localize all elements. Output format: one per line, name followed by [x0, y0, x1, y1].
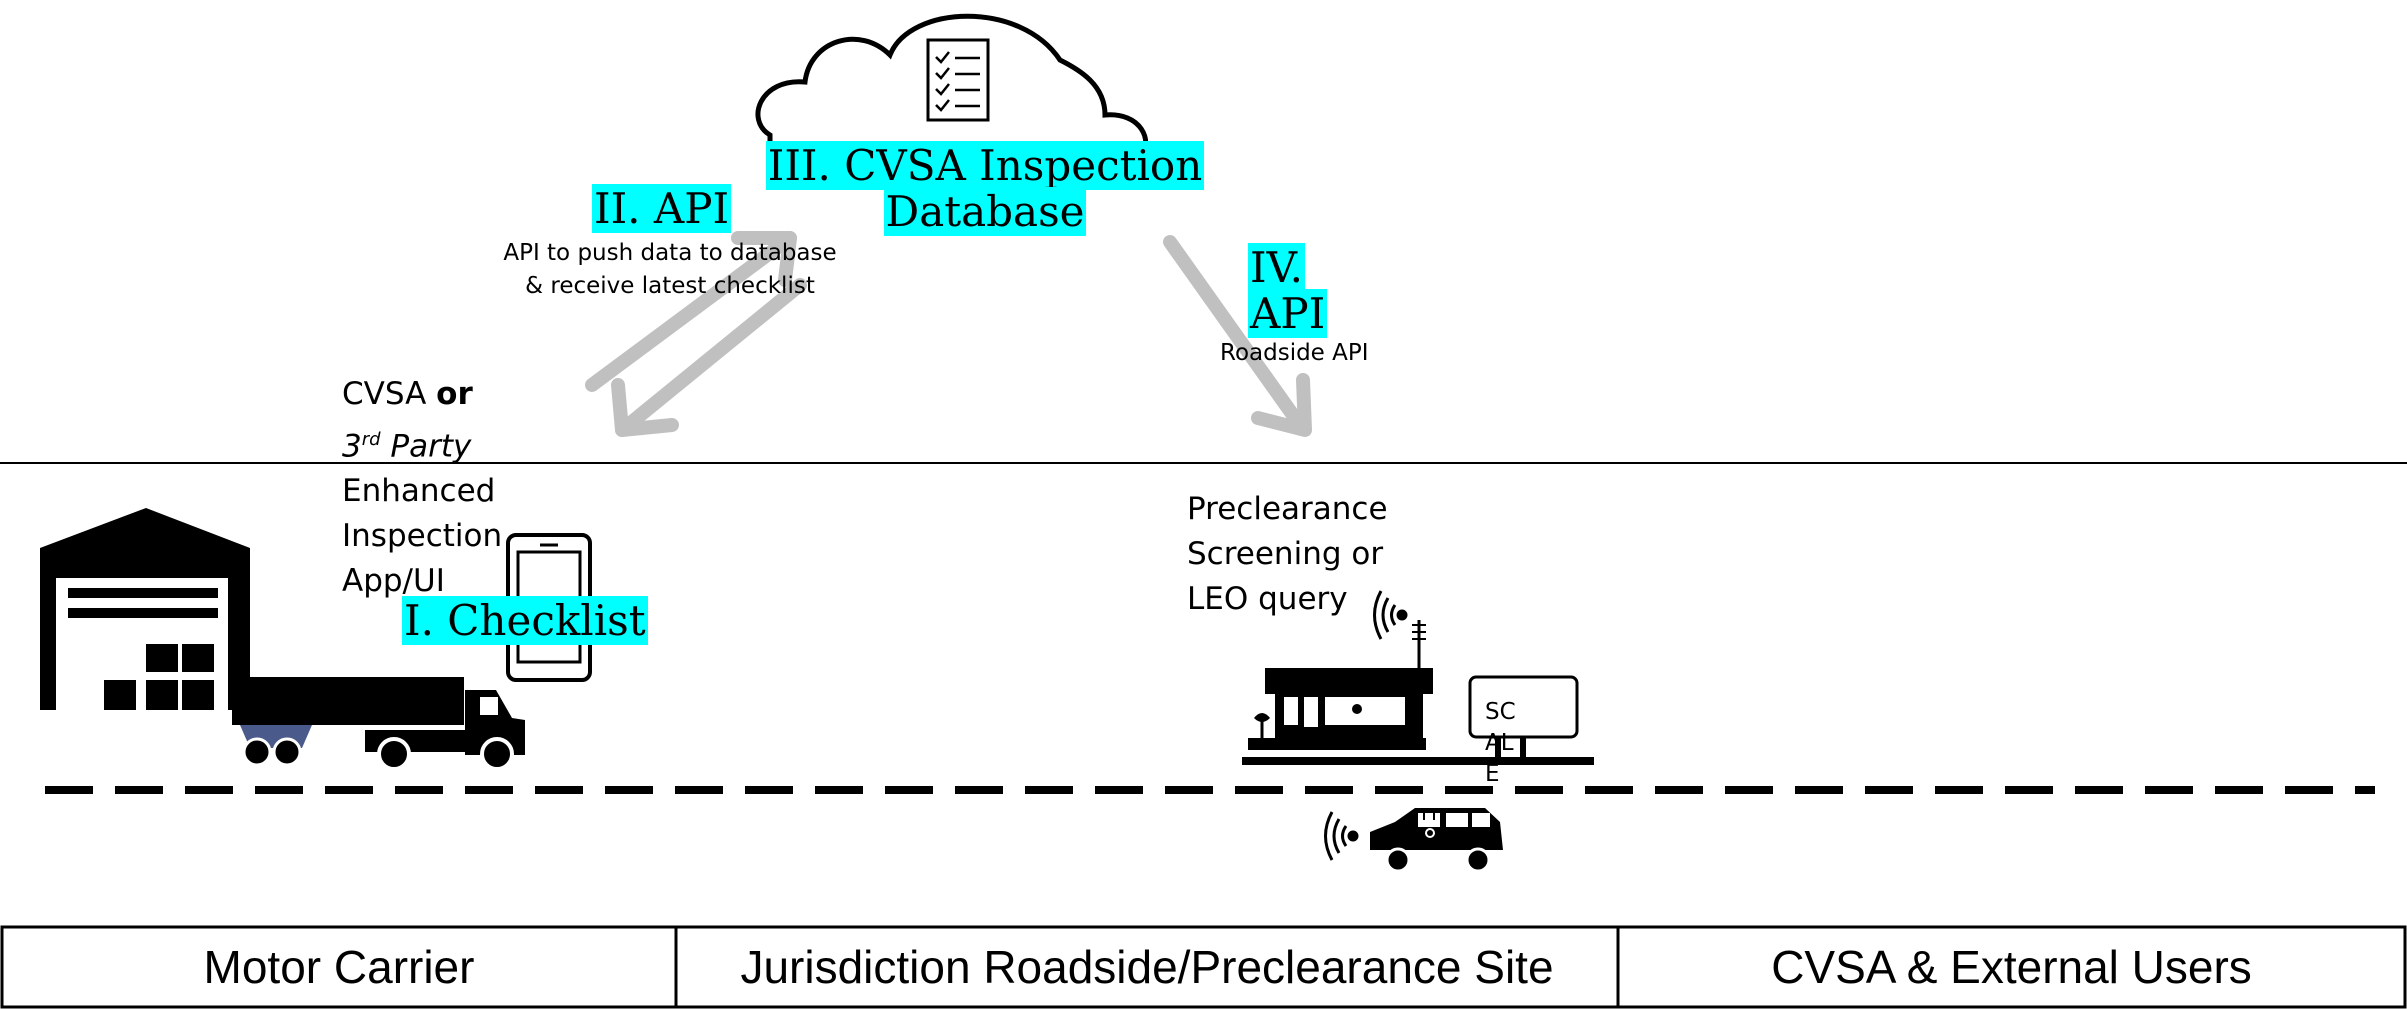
- scale-sign-icon: [1468, 675, 1579, 759]
- cloud-title-line1: III. CVSA Inspection: [765, 141, 1205, 190]
- carrier-app-line3: Enhanced: [342, 473, 496, 510]
- wireless-signal-icon: [1373, 590, 1408, 640]
- carrier-app-line5: App/UI: [342, 563, 445, 600]
- footer-table-border: [0, 925, 2407, 1009]
- api-right-title-line2: API: [1248, 289, 1328, 338]
- api-right-title-line1: IV.: [1248, 243, 1305, 292]
- scale-sign-text: SC AL E: [1485, 697, 1516, 790]
- api-right-arrow: [1163, 235, 1312, 437]
- checklist-title-text: I. Checklist: [402, 596, 648, 645]
- scale-sign-line2: AL: [1485, 730, 1514, 756]
- checklist-document-icon: [926, 38, 990, 122]
- scale-house-icon: [1242, 620, 1594, 765]
- api-left-title-text: II. API: [592, 184, 732, 233]
- scale-sign-line3: E: [1485, 761, 1500, 787]
- police-car-icon: [1370, 808, 1503, 873]
- warehouse-icon: [40, 508, 250, 718]
- footer-cell-cvsa-external: CVSA & External Users: [1771, 941, 2252, 993]
- preclearance-line2: Screening or: [1187, 536, 1384, 572]
- api-left-description: API to push data to database & receive l…: [495, 237, 845, 303]
- footer-cell-motor-carrier: Motor Carrier: [203, 941, 475, 993]
- carrier-app-line1: CVSA or: [342, 376, 473, 412]
- api-left-desc-line2: & receive latest checklist: [525, 273, 815, 299]
- cloud-title-line2: Database: [883, 187, 1087, 236]
- api-left-arrows: [585, 231, 807, 437]
- preclearance-line3: LEO query: [1187, 581, 1348, 617]
- truck-icon: [232, 677, 525, 771]
- car-wireless-signal-icon: [1324, 811, 1359, 861]
- carrier-app-line2: 3rd Party: [342, 428, 472, 465]
- cloud-database-title: III. CVSA Inspection Database: [740, 141, 1230, 236]
- preclearance-label: Preclearance Screening or LEO query: [1187, 487, 1388, 622]
- footer-cell-jurisdiction: Jurisdiction Roadside/Preclearance Site: [740, 941, 1554, 993]
- carrier-app-line4: Inspection: [342, 518, 503, 555]
- api-right-title: IV. API: [1248, 243, 1328, 338]
- carrier-app-label: CVSA or 3rd Party Enhanced Inspection Ap…: [342, 372, 502, 604]
- api-left-desc-line1: API to push data to database: [503, 240, 837, 266]
- api-right-description: Roadside API: [1220, 340, 1369, 366]
- scale-sign-line1: SC: [1485, 699, 1516, 725]
- preclearance-line1: Preclearance: [1187, 491, 1388, 527]
- checklist-title: I. Checklist: [402, 596, 648, 645]
- api-left-title: II. API: [592, 184, 732, 233]
